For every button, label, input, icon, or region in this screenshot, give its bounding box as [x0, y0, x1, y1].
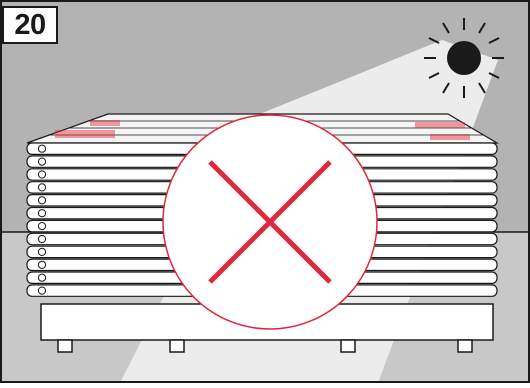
pallet-foot — [57, 339, 73, 353]
step-number: 20 — [14, 8, 46, 41]
panel-ring-icon — [37, 170, 47, 179]
panel-ring-icon — [37, 209, 47, 218]
panel-ring-icon — [37, 286, 47, 295]
panel-label-mark — [90, 120, 120, 126]
panel-label-mark — [415, 122, 465, 128]
panel-ring-icon — [37, 234, 47, 244]
panel-ring-icon — [37, 273, 47, 282]
panel-label-mark — [55, 130, 115, 138]
panel-ring-icon — [37, 144, 47, 153]
step-number-badge: 20 — [2, 6, 58, 44]
prohibition-sign — [162, 114, 378, 330]
pallet-foot — [169, 339, 185, 353]
pallet-foot — [340, 339, 356, 353]
pallet-foot — [457, 339, 473, 353]
panel-ring-icon — [37, 196, 47, 205]
prohibition-cross-icon — [208, 160, 332, 284]
panel-ring-icon — [37, 222, 47, 231]
panel-ring-icon — [37, 260, 47, 269]
panel-ring-icon — [37, 183, 47, 192]
panel-ring-icon — [37, 157, 47, 166]
sun-icon — [424, 18, 504, 98]
panel-ring-icon — [37, 247, 47, 256]
panel-label-mark — [430, 134, 470, 140]
